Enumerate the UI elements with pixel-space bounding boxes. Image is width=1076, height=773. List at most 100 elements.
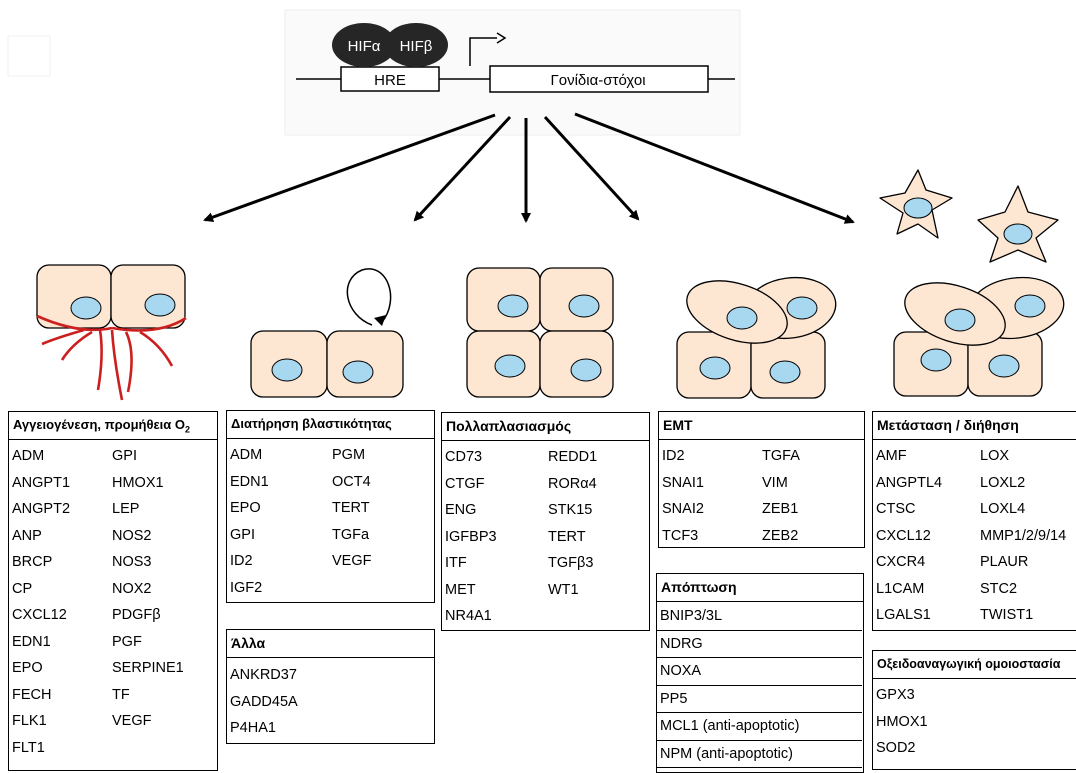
gene-label: SERPINE1 [112, 660, 184, 676]
nucleus [1014, 294, 1046, 318]
gene-label: P4HA1 [230, 720, 276, 736]
gene-label: BRCP [12, 554, 53, 570]
gene-label: NOS2 [112, 527, 152, 544]
gene-label: PGM [332, 447, 366, 463]
gene-label: FLT1 [12, 739, 45, 756]
gene-label: TGFA [762, 448, 800, 464]
gene-label: CXCR4 [876, 554, 926, 570]
arrow-to-stemness [413, 115, 512, 222]
gene-label: TGFβ3 [548, 555, 594, 571]
gene-label [109, 735, 217, 762]
gene-label: VEGF [112, 713, 152, 729]
target-genes-box [489, 65, 709, 93]
gene-label: PP5 [657, 686, 862, 713]
gene-label: LOXL2 [980, 474, 1026, 491]
nucleus [497, 294, 529, 318]
gene-label: ID2 [230, 553, 253, 569]
gene-label: STK15 [548, 502, 593, 518]
gene-label: PLAUR [980, 554, 1029, 570]
gene-label: ZEB2 [762, 527, 799, 544]
gene-label: TERT [332, 500, 370, 516]
gene-label: IGFBP3 [445, 528, 497, 545]
transcription-start-arrowhead [496, 32, 507, 44]
corner-mark [7, 35, 51, 77]
hre-element [340, 66, 440, 92]
gene-label: NR4A1 [445, 608, 492, 624]
gene-label: EDN1 [230, 473, 269, 490]
gene-label: GPI [112, 448, 137, 464]
gene-label: OCT4 [332, 473, 371, 490]
gene-label: REDD1 [548, 449, 598, 465]
cell [36, 264, 112, 329]
nucleus [944, 308, 976, 332]
nucleus [903, 197, 933, 219]
gene-label: IGF2 [230, 579, 263, 596]
nucleus [726, 306, 758, 330]
gene-label: GADD45A [230, 693, 298, 710]
gene-label: AMF [876, 448, 907, 464]
gene-label: MET [445, 581, 476, 598]
nucleus [1003, 223, 1033, 245]
gene-label [545, 603, 649, 630]
gene-label: EPO [12, 660, 43, 676]
target-genes-label: Γονίδια-στόχοι [550, 72, 645, 89]
gene-label: SNAI1 [662, 474, 704, 491]
gene-label: MMP1/2/9/14 [980, 527, 1067, 544]
proliferation-cells [466, 267, 614, 398]
gene-label: RORα4 [548, 475, 597, 492]
gene-label: VEGF [332, 553, 372, 569]
redox-box-title: Οξειδοαναγωγική ομοιοστασία [873, 651, 1076, 679]
nucleus [988, 354, 1020, 378]
arrow-to-metastasis [574, 112, 855, 224]
metastasis-cells [879, 169, 1065, 397]
blood-vessels [36, 314, 187, 401]
cell [110, 264, 186, 329]
gene-label: FLK1 [12, 713, 47, 729]
gene-label: ID2 [662, 448, 685, 464]
gene-label: ANGPT2 [12, 501, 71, 517]
gene-label: CP [12, 580, 33, 597]
transcription-start-arrow [469, 37, 497, 66]
gene-label: L1CAM [876, 580, 925, 597]
arrow-to-angiogenesis [203, 113, 496, 222]
gene-label: NOXA [657, 658, 862, 686]
gene-label: BNIP3/3L [657, 603, 862, 631]
gene-label: NDRG [657, 631, 862, 658]
gene-label: CXCL12 [12, 607, 67, 623]
gene-label: ANGPTL4 [876, 474, 943, 491]
gene-label: ENG [445, 502, 477, 518]
gene-label: MCL1 (anti-apoptotic) [657, 713, 862, 741]
gene-label: TERT [548, 528, 586, 545]
emt-box-title: EMT [659, 412, 864, 440]
gene-label: LEP [112, 501, 140, 517]
gene-label: TF [112, 686, 130, 703]
gene-label: ITF [445, 555, 467, 571]
stemness-cells [250, 268, 404, 398]
nucleus [494, 354, 526, 378]
gene-label: TGFa [332, 526, 370, 543]
gene-label: ADM [12, 448, 45, 464]
nucleus [786, 296, 818, 320]
gene-label: CXCL12 [876, 527, 931, 544]
hif-beta-label: HIFβ [400, 38, 433, 55]
gene-label: CTGF [445, 475, 485, 492]
gene-label: GPX3 [876, 687, 915, 703]
stemness-box-title: Διατήρηση βλαστικότητας [227, 411, 434, 439]
gene-label: ANGPT1 [12, 474, 71, 491]
gene-label: ADM [230, 447, 263, 463]
gene-label: NPM (anti-apoptotic) [657, 741, 862, 768]
